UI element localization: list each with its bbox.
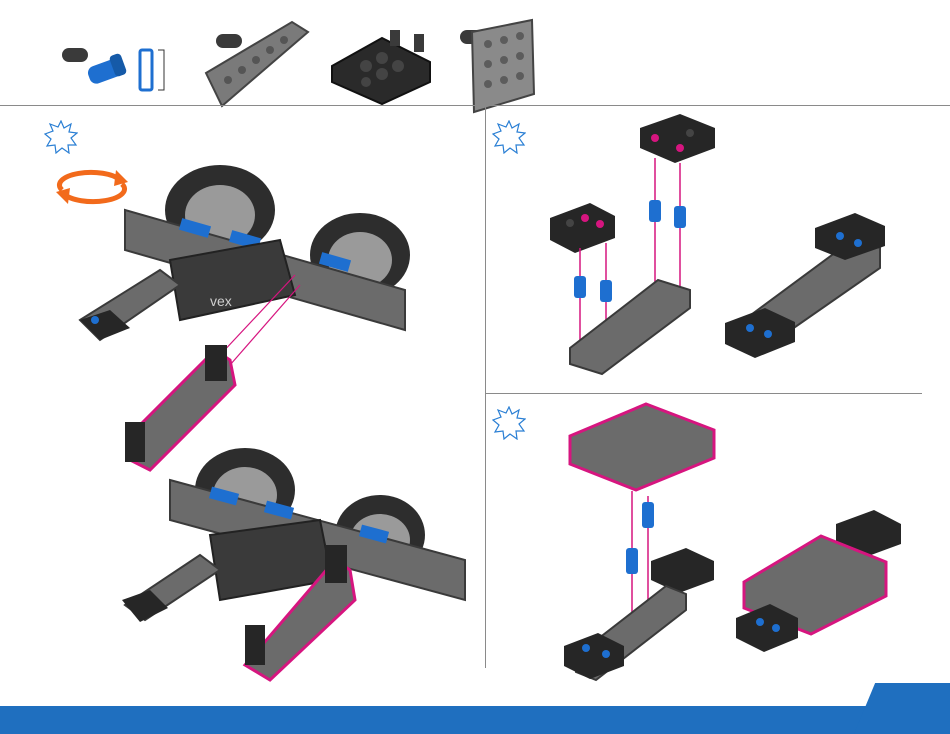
chassis-assembly-before: vex bbox=[80, 165, 410, 340]
step-left-illustration: vex bbox=[70, 160, 480, 690]
starburst-step-icon bbox=[492, 406, 526, 440]
corner-block-icon bbox=[326, 26, 438, 106]
footer-bar bbox=[0, 706, 950, 734]
step-top-right-illustration bbox=[540, 108, 900, 388]
square-plate-icon bbox=[466, 18, 540, 114]
robot-brain-logo: vex bbox=[210, 293, 232, 309]
parts-strip bbox=[0, 0, 950, 105]
parts-divider bbox=[0, 105, 950, 106]
starburst-step-icon bbox=[44, 120, 78, 154]
step-bottom-right-illustration bbox=[556, 396, 916, 696]
starburst-step-icon bbox=[492, 120, 526, 154]
beam-plate-icon bbox=[202, 18, 312, 110]
right-steps-divider bbox=[486, 393, 922, 394]
connector-pin-icon bbox=[78, 44, 168, 96]
step-column-divider bbox=[485, 106, 486, 668]
chassis-assembly-after bbox=[122, 448, 465, 680]
